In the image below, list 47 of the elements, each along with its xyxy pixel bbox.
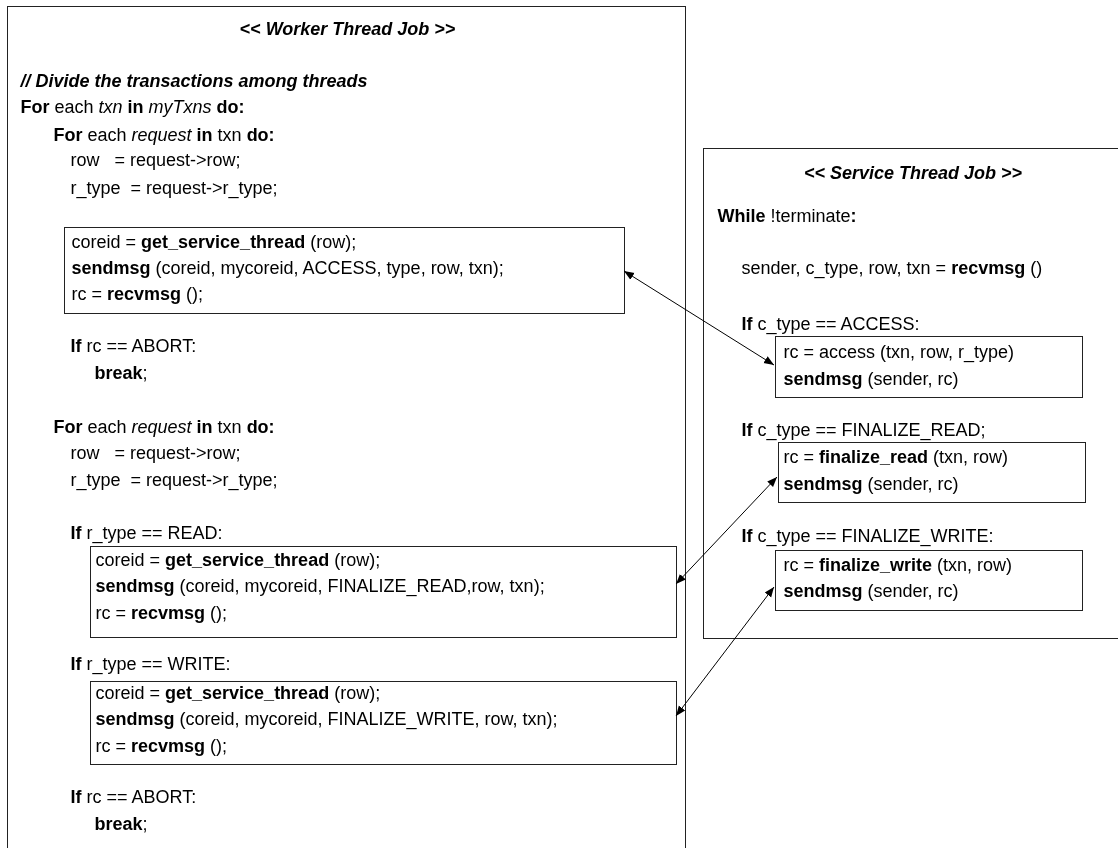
- code-line: If c_type == FINALIZE_READ;: [741, 419, 986, 441]
- code-comment: // Divide the transactions among threads: [20, 70, 368, 92]
- code-line: sendmsg (sender, rc): [783, 368, 959, 390]
- code-line: rc = recvmsg ();: [95, 735, 228, 757]
- code-line: break;: [94, 362, 148, 384]
- code-line: coreid = get_service_thread (row);: [71, 231, 357, 253]
- double-arrow: [623, 270, 775, 366]
- code-line: For each txn in myTxns do:: [20, 96, 245, 118]
- code-line: While !terminate:: [717, 205, 857, 227]
- code-line: For each request in txn do:: [53, 124, 275, 146]
- code-line: For each request in txn do:: [53, 416, 275, 438]
- code-line: rc = recvmsg ();: [71, 283, 204, 305]
- code-line: row = request->row;: [70, 149, 241, 171]
- double-arrow: [675, 586, 775, 717]
- code-line: If rc == ABORT:: [70, 335, 197, 357]
- code-line: sendmsg (coreid, mycoreid, FINALIZE_READ,row, txn);: [95, 575, 545, 597]
- code-line: coreid = get_service_thread (row);: [95, 549, 381, 571]
- code-line: coreid = get_service_thread (row);: [95, 682, 381, 704]
- box-title: << Service Thread Job >>: [802, 162, 1024, 184]
- code-line: If c_type == FINALIZE_WRITE:: [741, 525, 994, 547]
- code-line: If rc == ABORT:: [70, 786, 197, 808]
- code-line: sendmsg (sender, rc): [783, 580, 959, 602]
- code-line: If c_type == ACCESS:: [741, 313, 920, 335]
- code-box: [775, 550, 1083, 611]
- double-arrow: [675, 476, 778, 585]
- thread-job-box: [7, 6, 686, 848]
- code-box: [775, 336, 1083, 398]
- code-line: rc = recvmsg ();: [95, 602, 228, 624]
- code-line: sendmsg (coreid, mycoreid, ACCESS, type, row, txn);: [71, 257, 504, 279]
- code-line: If r_type == READ:: [70, 522, 223, 544]
- code-line: row = request->row;: [70, 442, 241, 464]
- box-title: << Worker Thread Job >>: [238, 18, 457, 40]
- code-box: [778, 442, 1086, 503]
- code-line: break;: [94, 813, 148, 835]
- code-box: [90, 681, 677, 765]
- code-line: r_type = request->r_type;: [70, 469, 278, 491]
- code-line: rc = access (txn, row, r_type): [783, 341, 1015, 363]
- code-line: rc = finalize_read (txn, row): [783, 446, 1009, 468]
- code-box: [64, 227, 625, 314]
- code-line: sender, c_type, row, txn = recvmsg (): [741, 257, 1043, 279]
- thread-job-box: [703, 148, 1118, 639]
- code-line: sendmsg (coreid, mycoreid, FINALIZE_WRITE, row, txn);: [95, 708, 558, 730]
- code-line: sendmsg (sender, rc): [783, 473, 959, 495]
- code-line: rc = finalize_write (txn, row): [783, 554, 1013, 576]
- code-line: If r_type == WRITE:: [70, 653, 231, 675]
- code-line: r_type = request->r_type;: [70, 177, 278, 199]
- code-box: [90, 546, 677, 638]
